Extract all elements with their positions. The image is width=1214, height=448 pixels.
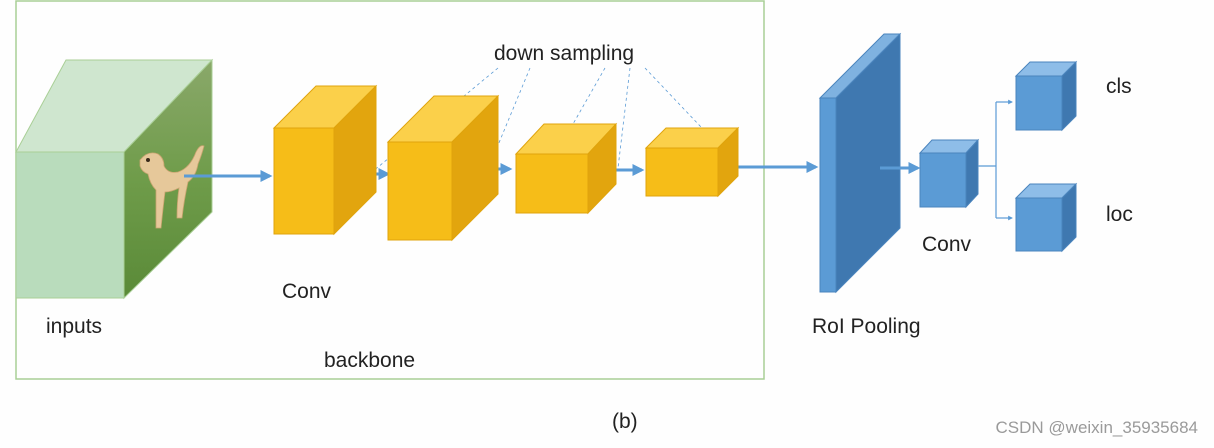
- head-conv-block: [918, 138, 980, 209]
- watermark: CSDN @weixin_35935684: [995, 418, 1198, 437]
- cls-label: cls: [1106, 75, 1132, 98]
- dog-photo-icon: [124, 60, 212, 298]
- conv-feature-block-3: [514, 122, 618, 215]
- conv-feature-block-4: [644, 126, 740, 198]
- roi-pooling-label: RoI Pooling: [812, 315, 921, 338]
- down-sampling-label: down sampling: [494, 42, 635, 65]
- inputs-label: inputs: [46, 315, 103, 338]
- conv-feature-block-2: [386, 94, 500, 242]
- backbone-label: backbone: [324, 349, 416, 372]
- head-conv-label: Conv: [922, 233, 972, 256]
- conv-feature-block-1: [272, 84, 378, 236]
- input-block: [15, 58, 214, 300]
- figure-caption: (b): [612, 410, 638, 433]
- loc-label: loc: [1106, 203, 1133, 226]
- loc-block: [1014, 182, 1078, 253]
- backbone-conv-label: Conv: [282, 280, 332, 303]
- branch-lines: [978, 99, 1013, 221]
- roi-pooling-block: [818, 32, 902, 294]
- cls-block: [1014, 60, 1078, 132]
